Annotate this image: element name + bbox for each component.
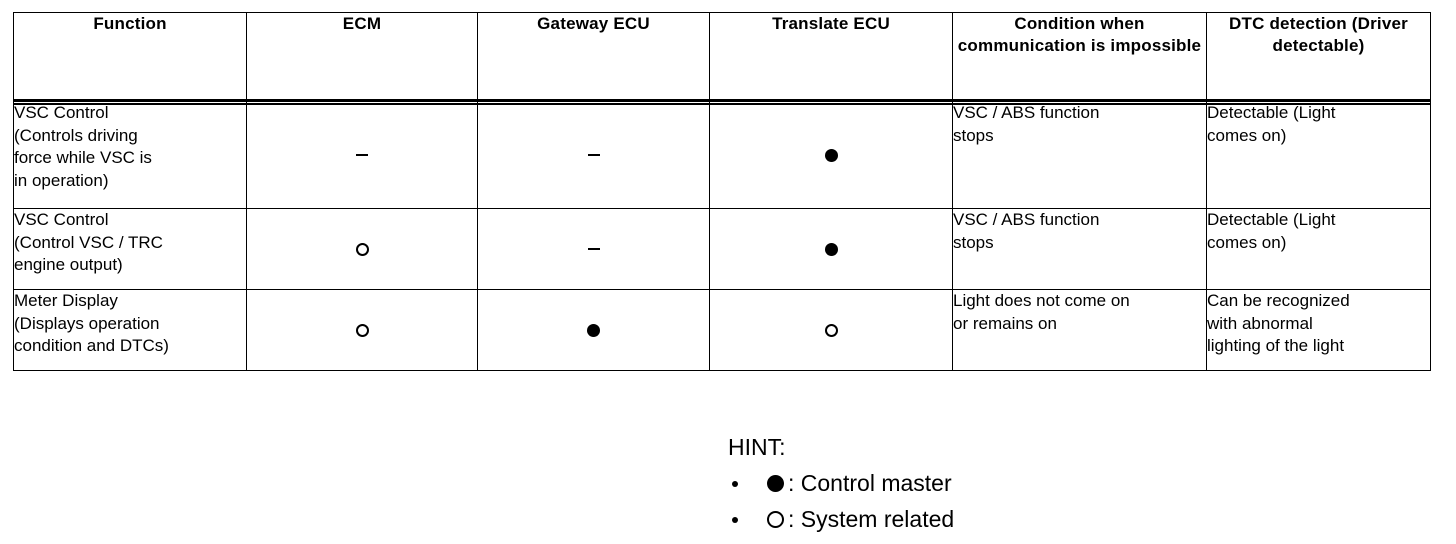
column-header-gateway-ecu: Gateway ECU [477,12,710,102]
condition-text: Light does not come on or remains on [953,291,1130,333]
condition-text: VSC / ABS function stops [953,210,1100,252]
function-text: VSC Control (Controls driving force whil… [14,103,152,190]
list-item: : Control master [728,468,954,499]
hint-title: HINT: [728,434,786,460]
cell-function: VSC Control (Control VSC / TRC engine ou… [13,208,247,290]
symbol-dash [478,209,709,289]
symbol-open-circle-icon [247,209,477,289]
function-text: VSC Control (Control VSC / TRC engine ou… [14,210,163,275]
table-row: Meter Display (Displays operation condit… [13,289,1431,371]
cell-translate-ecu [709,208,953,290]
column-header-translate-ecu: Translate ECU [709,12,953,102]
column-header-function: Function [13,12,247,102]
dtc-text: Detectable (Light comes on) [1207,210,1336,252]
dtc-text: Detectable (Light comes on) [1207,103,1336,145]
cell-dtc-detection: Detectable (Light comes on) [1206,208,1431,290]
hint-item-label: : System related [788,506,955,533]
hint-item-label: : Control master [788,470,952,497]
cell-ecm [246,101,478,209]
cell-dtc-detection: Can be recognized with abnormal lighting… [1206,289,1431,371]
symbol-filled-circle-icon [710,209,952,289]
cell-ecm [246,289,478,371]
cell-translate-ecu [709,289,953,371]
symbol-open-circle-icon [764,511,786,529]
table-header: Function ECM Gateway ECU Translate ECU C… [13,12,1431,102]
cell-gateway-ecu [477,208,710,290]
column-header-dtc-detection: DTC detection (Driver detectable) [1206,12,1431,102]
ecu-communication-table: Function ECM Gateway ECU Translate ECU C… [13,12,1431,371]
condition-text: VSC / ABS function stops [953,103,1100,145]
table-row: VSC Control (Controls driving force whil… [13,101,1431,209]
column-header-condition: Condition when communication is impossib… [952,12,1207,102]
cell-gateway-ecu [477,289,710,371]
column-header-ecm: ECM [246,12,478,102]
hint-block: HINT: : Control master : System related [728,432,954,535]
symbol-filled-circle-icon [478,290,709,370]
dtc-text: Can be recognized with abnormal lighting… [1207,291,1350,356]
function-text: Meter Display (Displays operation condit… [14,291,169,356]
cell-condition: VSC / ABS function stops [952,101,1207,209]
cell-function: VSC Control (Controls driving force whil… [13,101,247,209]
cell-condition: Light does not come on or remains on [952,289,1207,371]
symbol-filled-circle-icon [764,475,786,493]
list-item: : System related [728,504,954,535]
cell-translate-ecu [709,101,953,209]
cell-function: Meter Display (Displays operation condit… [13,289,247,371]
symbol-filled-circle-icon [710,102,952,208]
hint-list: : Control master : System related [728,468,954,535]
cell-condition: VSC / ABS function stops [952,208,1207,290]
cell-dtc-detection: Detectable (Light comes on) [1206,101,1431,209]
symbol-open-circle-icon [247,290,477,370]
cell-ecm [246,208,478,290]
symbol-dash [247,102,477,208]
bullet-icon [732,516,738,523]
bullet-icon [732,480,738,487]
cell-gateway-ecu [477,101,710,209]
symbol-open-circle-icon [710,290,952,370]
table-body: VSC Control (Controls driving force whil… [13,101,1431,371]
header-row: Function ECM Gateway ECU Translate ECU C… [13,12,1431,102]
table-row: VSC Control (Control VSC / TRC engine ou… [13,208,1431,290]
symbol-dash [478,102,709,208]
